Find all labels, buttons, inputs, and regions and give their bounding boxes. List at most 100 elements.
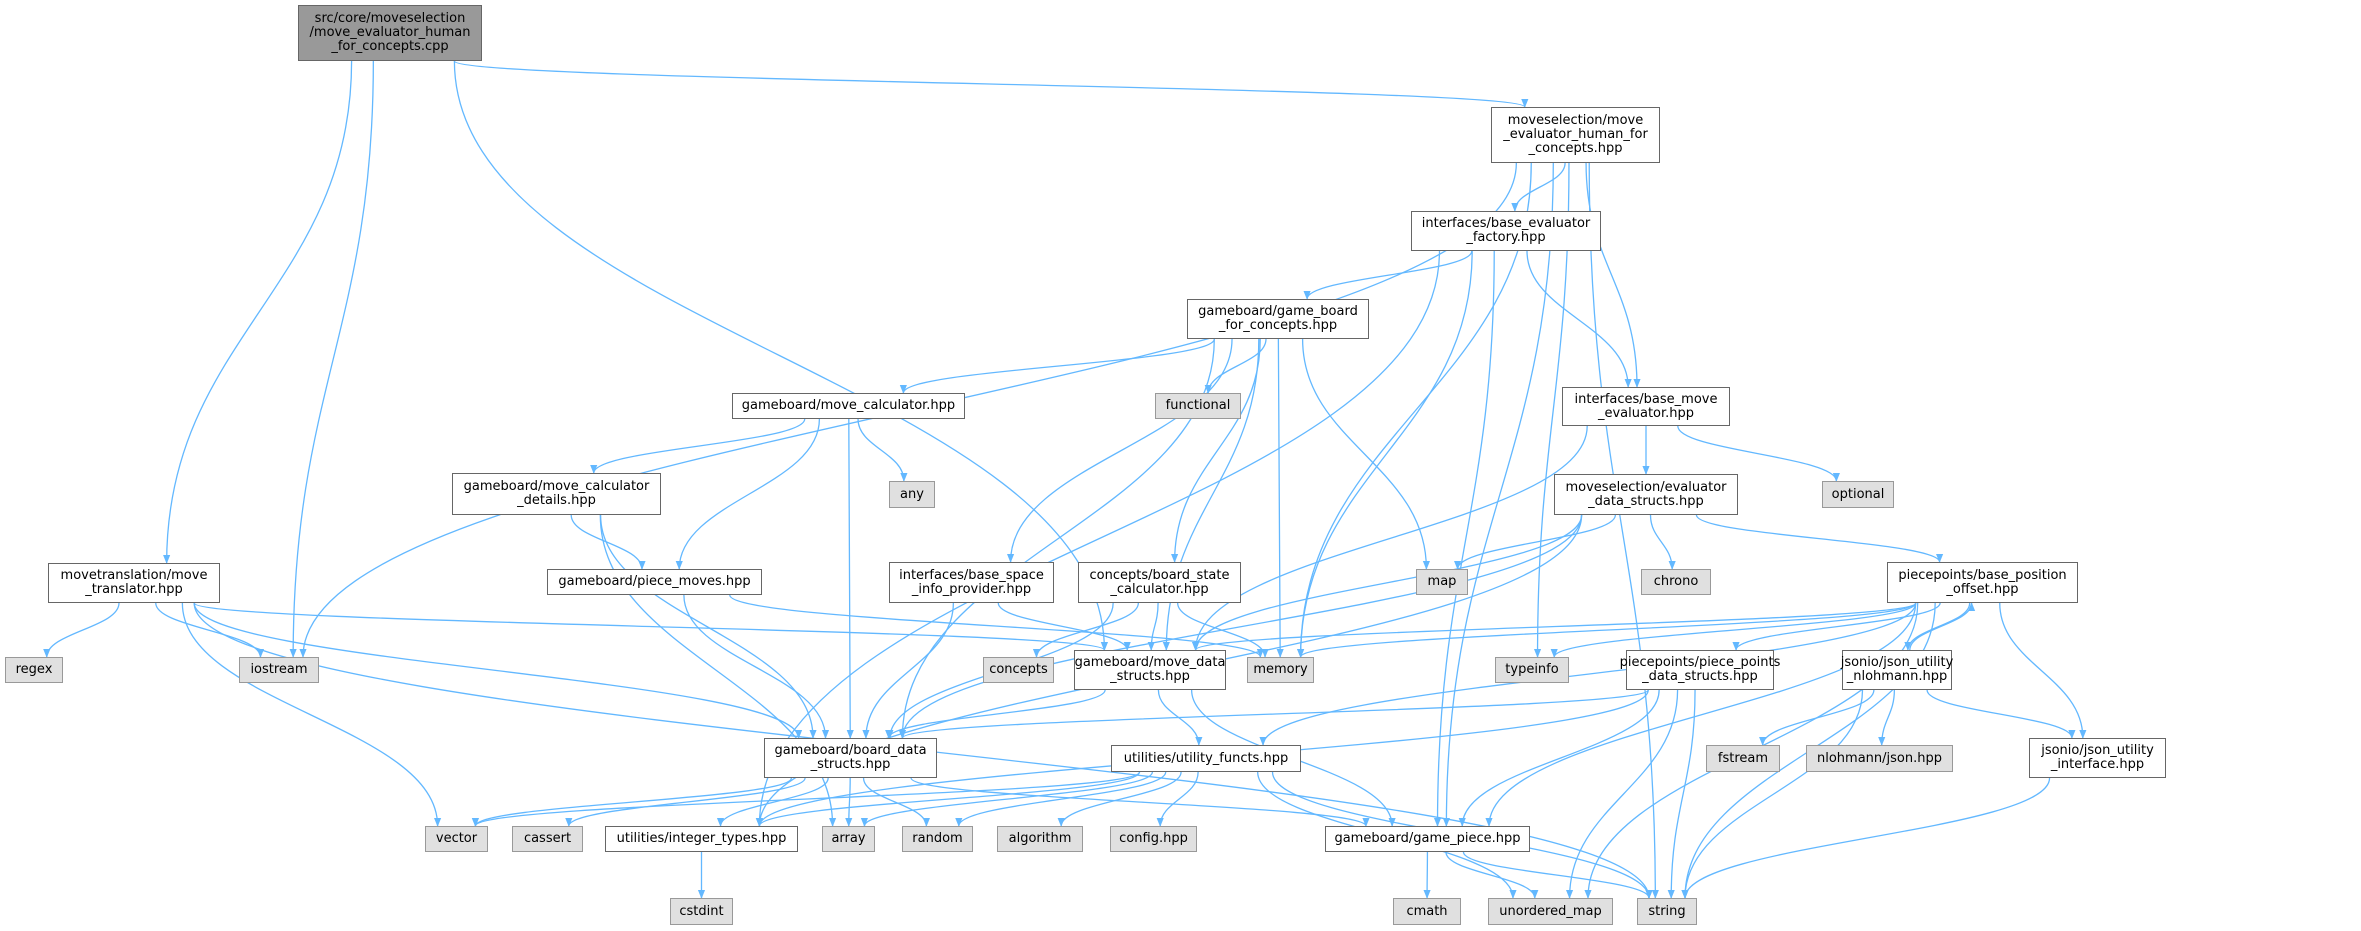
node-label: nlohmann/json.hpp — [1817, 750, 1942, 766]
edge-bme-to-mds — [1192, 425, 1588, 651]
node-root: src/core/moveselection /move_evaluator_h… — [298, 5, 482, 61]
node-label: gameboard/game_piece.hpp — [1334, 831, 1521, 846]
edge-root-to-mds — [453, 60, 1108, 651]
edge-uf-to-it — [755, 771, 1141, 827]
node-random: random — [902, 826, 973, 852]
edge-jun-to-string — [1681, 689, 1864, 899]
edge-root-to-mt — [163, 60, 353, 564]
node-chrono: chrono — [1641, 569, 1711, 595]
node-bef[interactable]: interfaces/base_evaluator _factory.hpp — [1411, 211, 1601, 251]
node-label: concepts — [989, 662, 1048, 677]
edge-ppds-to-umap — [1565, 689, 1679, 899]
node-label: gameboard/board_data _structs.hpp — [774, 743, 927, 772]
node-bme[interactable]: interfaces/base_move _evaluator.hpp — [1562, 387, 1730, 426]
node-meh[interactable]: moveselection/move _evaluator_human_for … — [1491, 107, 1660, 163]
edge-bsip-to-mds — [997, 602, 1131, 651]
node-label: gameboard/game_board _for_concepts.hpp — [1198, 304, 1358, 333]
edge-mc-to-pm — [675, 418, 821, 570]
node-label: memory — [1253, 662, 1308, 677]
node-mcd[interactable]: gameboard/move_calculator _details.hpp — [452, 473, 661, 515]
edge-bef-to-gbfc — [1303, 250, 1473, 300]
node-label: gameboard/piece_moves.hpp — [558, 574, 751, 589]
node-label: functional — [1165, 398, 1231, 413]
node-cassert: cassert — [512, 826, 583, 852]
edge-bds-to-vector — [471, 777, 793, 827]
edge-bpo-to-typeinfo — [1550, 602, 1917, 658]
node-bds[interactable]: gameboard/board_data _structs.hpp — [764, 738, 937, 778]
node-label: piecepoints/base_position _offset.hpp — [1898, 567, 2067, 597]
node-label: moveselection/evaluator _data_structs.hp… — [1565, 479, 1727, 509]
edge-root-to-meh — [453, 60, 1528, 108]
node-mc[interactable]: gameboard/move_calculator.hpp — [732, 393, 965, 419]
node-mt[interactable]: movetranslation/move _translator.hpp — [48, 563, 220, 603]
node-label: interfaces/base_evaluator _factory.hpp — [1421, 216, 1591, 245]
node-jui[interactable]: jsonio/json_utility _interface.hpp — [2029, 738, 2166, 778]
node-label: utilities/integer_types.hpp — [616, 831, 787, 846]
node-gbfc[interactable]: gameboard/game_board _for_concepts.hpp — [1187, 299, 1369, 339]
node-cmath: cmath — [1393, 898, 1461, 925]
node-jun[interactable]: jsonio/json_utility _nlohmann.hpp — [1841, 650, 1953, 690]
edge-bef-to-it — [755, 250, 1441, 827]
edge-bsc-to-mds — [1147, 602, 1159, 651]
edge-uf-to-array — [860, 771, 1154, 827]
node-label: array — [831, 831, 866, 846]
edge-bpo-to-uf — [1259, 602, 1917, 746]
edge-pm-to-memory — [729, 594, 1264, 658]
edge-bme-to-optional — [1677, 425, 1840, 482]
node-label: config.hpp — [1119, 831, 1188, 846]
node-label: algorithm — [1008, 831, 1072, 846]
node-bpo[interactable]: piecepoints/base_position _offset.hpp — [1887, 562, 2078, 603]
edge-bef-to-memory — [1297, 250, 1473, 658]
edge-gbfc-to-mds — [1162, 338, 1260, 651]
edge-mcd-to-array — [599, 514, 837, 827]
node-label: cassert — [523, 831, 572, 846]
node-uf[interactable]: utilities/utility_functs.hpp — [1111, 745, 1301, 772]
node-ppds[interactable]: piecepoints/piece_points _data_structs.h… — [1620, 650, 1780, 690]
edge-gp-to-string — [1462, 851, 1653, 899]
edge-mc-to-mcd — [590, 418, 806, 474]
node-cstdint: cstdint — [670, 898, 733, 925]
edge-bds-to-array — [845, 777, 853, 827]
edge-eds-to-chrono — [1649, 514, 1676, 570]
node-mds[interactable]: gameboard/move_data _structs.hpp — [1074, 650, 1226, 690]
edge-bds-to-random — [862, 777, 930, 827]
edge-gbfc-to-mc — [899, 338, 1215, 394]
node-label: movetranslation/move _translator.hpp — [60, 568, 208, 597]
node-config: config.hpp — [1110, 826, 1197, 852]
node-label: interfaces/base_move _evaluator.hpp — [1574, 391, 1718, 421]
node-string: string — [1637, 898, 1697, 925]
edge-root-to-iostream — [289, 60, 374, 658]
node-label: optional — [1831, 486, 1885, 502]
edge-gbfc-to-map — [1301, 338, 1430, 570]
edge-bpo-to-memory — [1297, 602, 1917, 658]
node-label: map — [1427, 574, 1457, 589]
edge-mc-to-any — [857, 418, 908, 482]
edge-mt-to-mds — [193, 602, 1108, 651]
node-it[interactable]: utilities/integer_types.hpp — [605, 826, 798, 852]
edge-bpo-to-jui — [1999, 602, 2087, 739]
edge-eds-to-map — [1454, 514, 1617, 570]
node-array: array — [822, 826, 875, 852]
edge-mt-to-vector — [181, 602, 442, 827]
edge-gbfc-to-bsc — [1171, 338, 1261, 563]
node-bsip[interactable]: interfaces/base_space _info_provider.hpp — [889, 562, 1054, 603]
node-bsc[interactable]: concepts/board_state _calculator.hpp — [1078, 562, 1241, 603]
edge-uf-to-random — [955, 771, 1167, 827]
edge-jun-to-fstream — [1759, 689, 1875, 746]
edge-mc-to-bds — [846, 418, 854, 739]
node-label: iostream — [250, 662, 308, 677]
node-label: cstdint — [679, 903, 724, 919]
node-label: moveselection/move _evaluator_human_for … — [1503, 113, 1648, 156]
edge-bds-to-cassert — [565, 777, 806, 827]
node-label: typeinfo — [1505, 662, 1559, 677]
node-label: interfaces/base_space _info_provider.hpp — [899, 567, 1044, 597]
edge-gbfc-to-functional — [1204, 338, 1267, 394]
node-label: regex — [15, 662, 53, 677]
node-pm[interactable]: gameboard/piece_moves.hpp — [547, 569, 762, 595]
edge-uf-to-vector — [472, 771, 1141, 827]
node-gp[interactable]: gameboard/game_piece.hpp — [1325, 826, 1530, 852]
edge-eds-to-bpo — [1695, 514, 1944, 563]
node-eds[interactable]: moveselection/evaluator _data_structs.hp… — [1554, 474, 1738, 515]
edge-bds-to-gp — [910, 777, 1370, 827]
node-label: string — [1648, 903, 1686, 919]
